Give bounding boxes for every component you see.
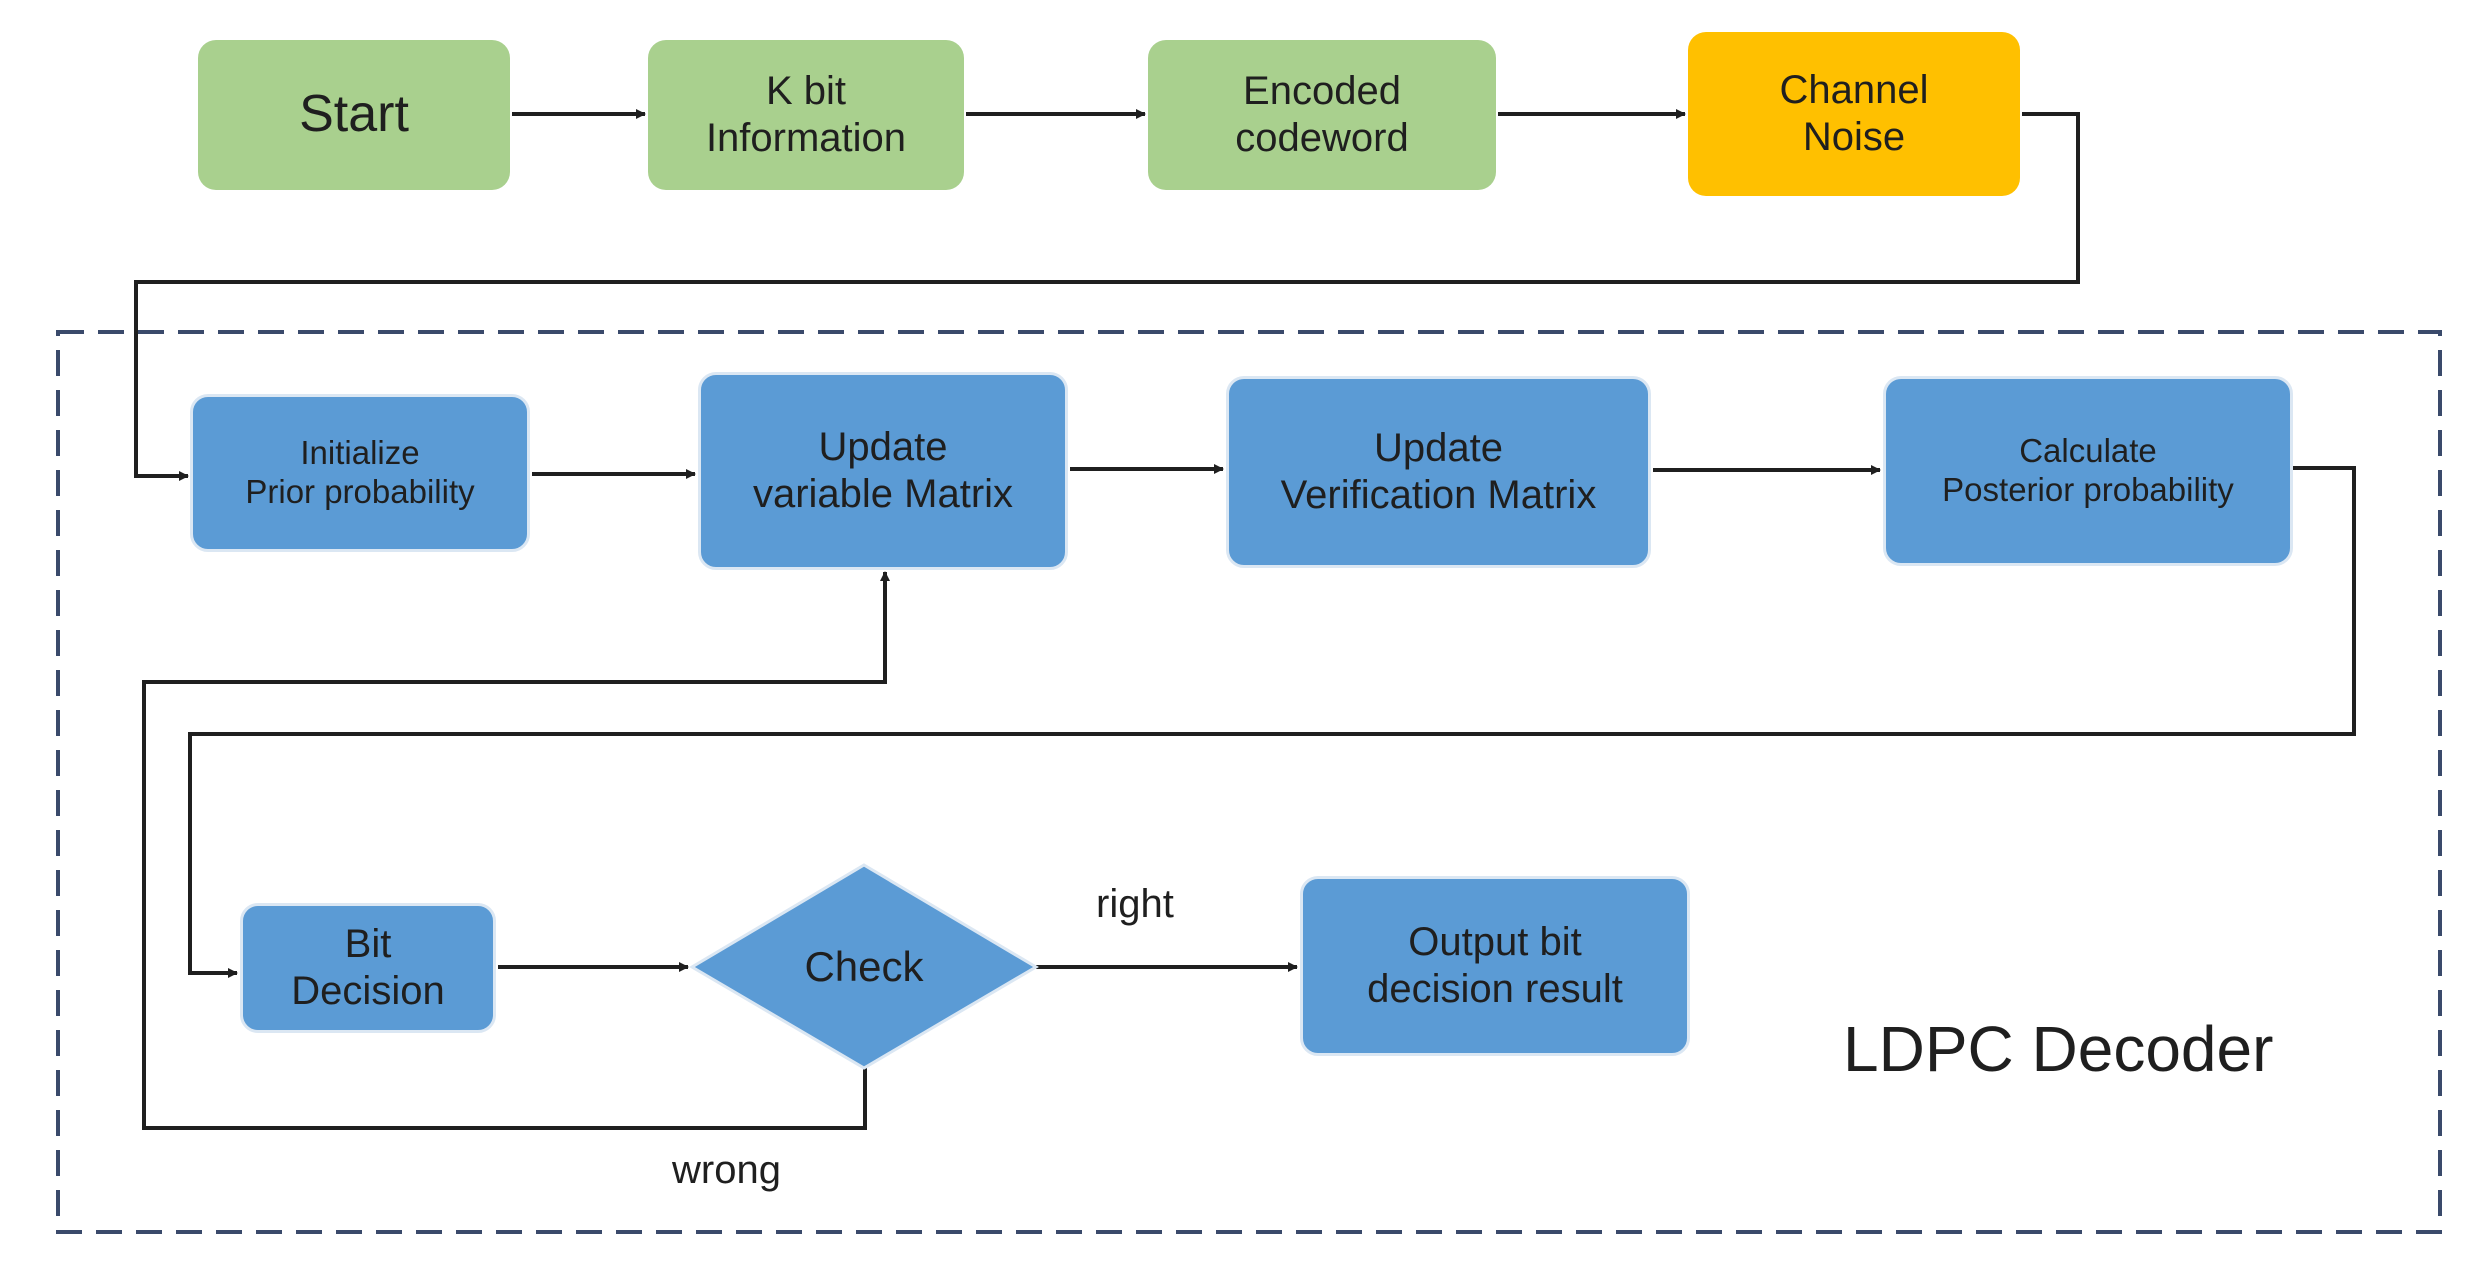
- update-variable-label: Update variable Matrix: [752, 424, 1014, 516]
- encoded-codeword-label: Encoded codeword: [1235, 68, 1409, 160]
- start-label: Start: [299, 85, 409, 144]
- ldpc-decoder-title: LDPC Decoder: [1843, 1013, 2274, 1085]
- calculate-posterior-label: Calculate Posterior probability: [1942, 432, 2234, 508]
- channel-noise-node: Channel Noise: [1688, 32, 2020, 196]
- right-edge-label: right: [1096, 882, 1174, 926]
- bit-decision-label: Bit Decision: [291, 921, 445, 1013]
- k-bit-information-label: K bit Information: [705, 68, 907, 160]
- update-variable-node: Update variable Matrix: [698, 372, 1068, 570]
- initialize-prior-node: Initialize Prior probability: [190, 394, 530, 552]
- update-verification-label: Update Verification Matrix: [1280, 425, 1597, 517]
- arrow-calculate-to-bit-decision: [188, 466, 2356, 978]
- encoded-codeword-node: Encoded codeword: [1148, 40, 1496, 190]
- check-diamond: [689, 863, 1039, 1070]
- arrow-check-wrong-loop: [142, 571, 890, 1130]
- start-node: Start: [198, 40, 510, 190]
- wrong-edge-label: wrong: [672, 1148, 781, 1192]
- output-decision-node: Output bit decision result: [1300, 876, 1690, 1056]
- bit-decision-node: Bit Decision: [240, 903, 496, 1033]
- channel-noise-label: Channel Noise: [1779, 67, 1929, 159]
- calculate-posterior-node: Calculate Posterior probability: [1883, 376, 2293, 566]
- initialize-prior-label: Initialize Prior probability: [245, 434, 475, 510]
- check-label: Check: [804, 943, 924, 990]
- output-decision-label: Output bit decision result: [1367, 919, 1623, 1011]
- update-verification-node: Update Verification Matrix: [1226, 376, 1651, 568]
- arrow-channel-to-initialize: [134, 112, 2080, 481]
- k-bit-information-node: K bit Information: [648, 40, 964, 190]
